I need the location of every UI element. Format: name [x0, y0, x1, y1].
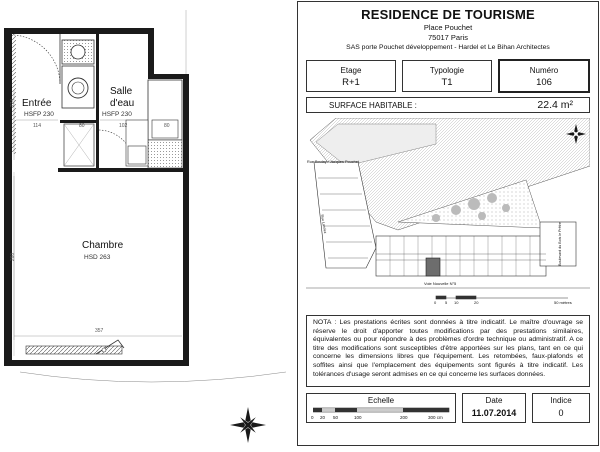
etage-label: Etage	[340, 66, 362, 75]
map-scale-10: 10	[454, 300, 459, 305]
room-code-sdb: HSFP 230	[102, 111, 132, 118]
residence-title: RESIDENCE DE TOURISME	[361, 7, 535, 22]
typologie-value: T1	[441, 77, 453, 88]
room-code-chambre: HSD 263	[84, 254, 111, 261]
dim-total-width: 357	[95, 328, 104, 334]
echelle-tick-300: 300 cm	[428, 415, 443, 420]
nota-text: NOTA : Les prestations écrites sont donn…	[313, 319, 583, 378]
floor-plan: Entrée HSFP 230 Salle d'eau HSFP 230 Cha…	[0, 0, 292, 447]
echelle-bar	[313, 407, 450, 413]
architects-credit: SAS porte Pouchet développement - Hardel…	[346, 44, 550, 51]
dim-sdb-width: 102	[119, 123, 128, 129]
echelle-tick-200: 200	[400, 415, 408, 420]
indice-value: 0	[558, 408, 564, 418]
echelle-tick-20: 20	[320, 415, 326, 420]
map-street-label-3: Boulevard du Bois le Prêtre	[557, 222, 562, 266]
compass-rose-icon	[230, 407, 266, 443]
dim-shower-width: 80	[79, 123, 85, 129]
echelle-tick-100: 100	[354, 415, 362, 420]
etage-cell: Etage R+1	[306, 60, 396, 92]
numero-cell: Numéro 106	[498, 59, 590, 93]
date-label: Date	[485, 396, 503, 405]
typologie-label: Typologie	[429, 66, 465, 75]
map-scale-0: 0	[434, 300, 437, 305]
surface-row: SURFACE HABITABLE : 22.4 m²	[306, 97, 590, 113]
address-line-1: Place Pouchet	[423, 23, 473, 32]
dim-entree-width: 114	[33, 123, 41, 129]
echelle-label: Echelle	[367, 396, 395, 405]
room-name-entree: Entrée	[22, 98, 52, 109]
site-map-drawing	[306, 118, 590, 300]
echelle-cell: Echelle 0 20 50 100 200 300 cm	[306, 393, 456, 423]
nota-box: NOTA : Les prestations écrites sont donn…	[306, 315, 590, 387]
indice-label: Indice	[550, 396, 572, 405]
room-name-chambre: Chambre	[82, 240, 124, 251]
surface-label: SURFACE HABITABLE :	[329, 101, 417, 110]
room-name-sdb: Salle d'eau	[110, 86, 135, 109]
etage-value: R+1	[342, 77, 360, 88]
indice-cell: Indice 0	[532, 393, 590, 423]
date-cell: Date 11.07.2014	[462, 393, 526, 423]
date-value: 11.07.2014	[471, 408, 517, 418]
map-compass-icon	[566, 124, 586, 144]
numero-value: 106	[536, 77, 552, 88]
echelle-tick-0: 0	[311, 415, 314, 420]
typologie-cell: Typologie T1	[402, 60, 492, 92]
dim-wc-width: 80	[164, 123, 170, 129]
surface-value: 22.4 m²	[537, 99, 573, 111]
dim-upper-height: 274	[10, 98, 17, 108]
echelle-tick-50: 50	[333, 415, 339, 420]
map-scale-5: 5	[445, 300, 448, 305]
dim-lower-height: 260	[10, 252, 17, 262]
room-code-entree: HSFP 230	[24, 111, 54, 118]
numero-label: Numéro	[529, 66, 559, 75]
map-street-label-1: Rue Boulay / Jacques Pouchet	[307, 160, 359, 164]
title-block: RESIDENCE DE TOURISME Place Pouchet 7501…	[297, 1, 599, 446]
site-map: Rue Boulay / Jacques Pouchet Voie Nouvel…	[306, 118, 590, 308]
floor-plan-drawing	[4, 10, 287, 443]
map-street-label-2: Voie Nouvelle N°5	[424, 281, 457, 286]
address-line-2: 75017 Paris	[427, 33, 469, 42]
map-scale-20: 20	[474, 300, 479, 305]
map-scale-50: 50 mètres	[554, 300, 572, 305]
